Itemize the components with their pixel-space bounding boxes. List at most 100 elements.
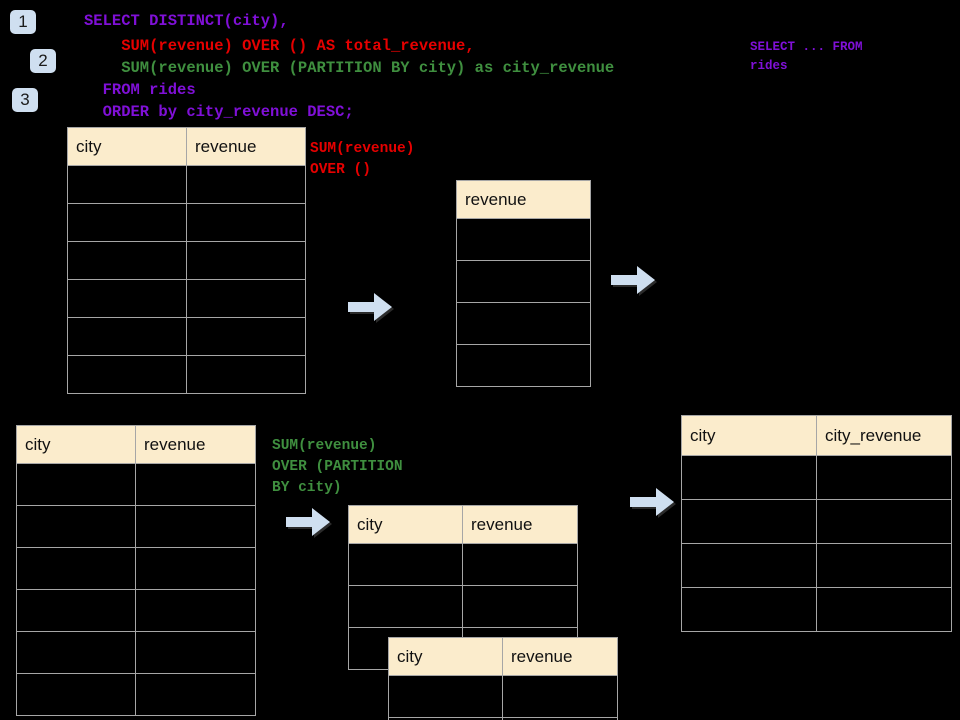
table-cell	[16, 673, 136, 716]
table-cell	[681, 455, 817, 500]
table-cell	[816, 455, 952, 500]
table-row	[348, 543, 578, 586]
table-cell	[135, 589, 256, 632]
sql-line-sum-over-empty: SUM(revenue) OVER () AS total_revenue,	[84, 37, 475, 55]
table-cell	[502, 717, 618, 720]
table-row	[16, 547, 256, 590]
table-cell	[681, 543, 817, 588]
table-cell	[67, 355, 187, 394]
table-cell	[16, 547, 136, 590]
table-cell	[135, 673, 256, 716]
table-cell	[348, 585, 463, 628]
table-header-row: city city_revenue	[681, 415, 952, 456]
table-header-row: city revenue	[348, 505, 578, 544]
table-row	[67, 317, 306, 356]
column-header-revenue: revenue	[456, 180, 591, 219]
table-body	[681, 455, 952, 632]
table-row	[456, 344, 591, 387]
table-header-row: city revenue	[16, 425, 256, 464]
column-header-revenue: revenue	[186, 127, 306, 166]
table-cell	[456, 344, 591, 387]
table-cell	[67, 317, 187, 356]
table-cell	[186, 317, 306, 356]
column-header-city: city	[67, 127, 187, 166]
column-header-city: city	[388, 637, 503, 676]
table-cell	[16, 463, 136, 506]
table-row	[388, 675, 618, 718]
table-cell	[67, 241, 187, 280]
table-cell	[816, 587, 952, 632]
annotation-sum-over-partition: SUM(revenue) OVER (PARTITION BY city)	[272, 438, 403, 496]
table-cell	[681, 587, 817, 632]
table-row	[681, 587, 952, 632]
total-revenue-table: revenue	[456, 180, 591, 387]
table-header-row: city revenue	[388, 637, 618, 676]
table-cell	[186, 165, 306, 204]
table-row	[67, 165, 306, 204]
table-cell	[456, 218, 591, 261]
table-row	[67, 241, 306, 280]
rides-source-table-bottom: city revenue	[16, 425, 256, 716]
step-badge-2: 2	[30, 49, 56, 73]
column-header-city: city	[348, 505, 463, 544]
table-row	[456, 302, 591, 345]
table-cell	[135, 463, 256, 506]
column-header-revenue: revenue	[502, 637, 618, 676]
table-cell	[16, 505, 136, 548]
sql-line-order-by: ORDER by city_revenue DESC;	[84, 103, 354, 121]
table-cell	[186, 203, 306, 242]
column-header-city-revenue: city_revenue	[816, 415, 952, 456]
table-cell	[816, 499, 952, 544]
step-badge-3: 3	[12, 88, 38, 112]
table-row	[681, 499, 952, 544]
table-cell	[456, 260, 591, 303]
table-row	[16, 631, 256, 674]
table-cell	[16, 631, 136, 674]
rides-source-table-top: city revenue	[67, 127, 306, 394]
table-cell	[388, 675, 503, 718]
column-header-city: city	[681, 415, 817, 456]
arrow-total-revenue-to-result	[608, 263, 658, 302]
table-row	[348, 585, 578, 628]
table-cell	[135, 631, 256, 674]
table-cell	[135, 505, 256, 548]
column-header-revenue: revenue	[135, 425, 256, 464]
table-cell	[348, 543, 463, 586]
table-cell	[186, 279, 306, 318]
table-row	[67, 203, 306, 242]
table-cell	[816, 543, 952, 588]
annotation-select-from-rides: SELECT ... FROM rides	[750, 40, 863, 73]
table-body	[67, 165, 306, 394]
table-body	[456, 218, 591, 387]
table-row	[16, 505, 256, 548]
arrow-rides-to-partition	[283, 505, 333, 544]
table-row	[681, 455, 952, 500]
table-row	[67, 279, 306, 318]
city-revenue-result-table: city city_revenue	[681, 415, 952, 632]
table-cell	[135, 547, 256, 590]
table-cell	[16, 589, 136, 632]
arrow-rides-to-total-revenue	[345, 290, 395, 329]
partition-group-table-front: city revenue	[388, 637, 618, 720]
table-row	[681, 543, 952, 588]
table-body	[16, 463, 256, 716]
table-cell	[462, 585, 578, 628]
table-header-row: revenue	[456, 180, 591, 219]
sql-line-from-rides: FROM rides	[84, 81, 196, 99]
table-row	[456, 218, 591, 261]
table-cell	[186, 241, 306, 280]
table-cell	[456, 302, 591, 345]
sql-line-sum-over-partition: SUM(revenue) OVER (PARTITION BY city) as…	[84, 59, 615, 77]
arrow-partition-to-result	[627, 485, 677, 524]
table-cell	[67, 203, 187, 242]
table-cell	[681, 499, 817, 544]
table-header-row: city revenue	[67, 127, 306, 166]
step-badge-1: 1	[10, 10, 36, 34]
table-row	[456, 260, 591, 303]
table-cell	[67, 165, 187, 204]
table-row	[388, 717, 618, 720]
table-row	[16, 673, 256, 716]
sql-line-select-distinct: SELECT DISTINCT(city),	[84, 12, 289, 30]
table-row	[67, 355, 306, 394]
